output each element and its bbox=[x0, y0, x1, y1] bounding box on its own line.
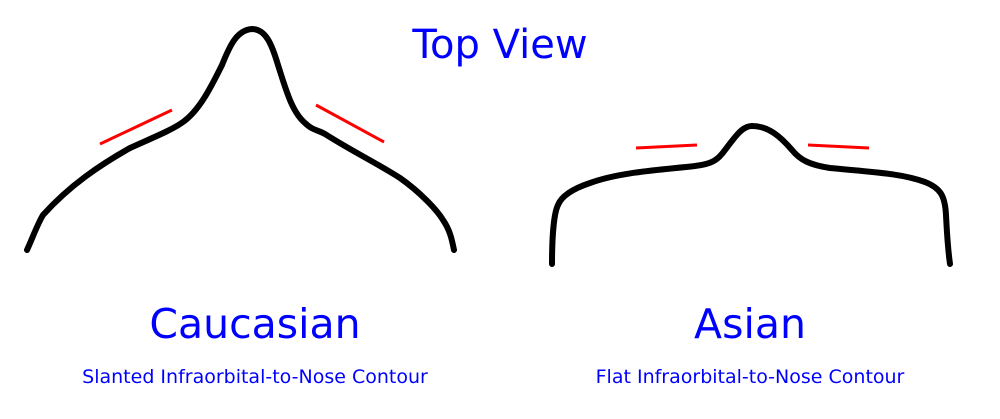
diagram-title: Top View bbox=[0, 22, 1000, 68]
asian-caption: Flat Infraorbital-to-Nose Contour bbox=[595, 366, 905, 388]
caucasian-caption: Slanted Infraorbital-to-Nose Contour bbox=[82, 366, 428, 388]
caucasian-label: Caucasian bbox=[149, 300, 361, 348]
caucasian-left-highlight bbox=[99, 108, 173, 146]
asian-left-highlight bbox=[635, 143, 698, 150]
caucasian-contour bbox=[24, 26, 457, 253]
diagram-title-text: Top View bbox=[412, 22, 588, 68]
asian-label: Asian bbox=[694, 300, 806, 348]
asian-contour bbox=[549, 123, 953, 267]
asian-right-highlight bbox=[807, 143, 870, 150]
caucasian-right-highlight bbox=[315, 103, 385, 144]
